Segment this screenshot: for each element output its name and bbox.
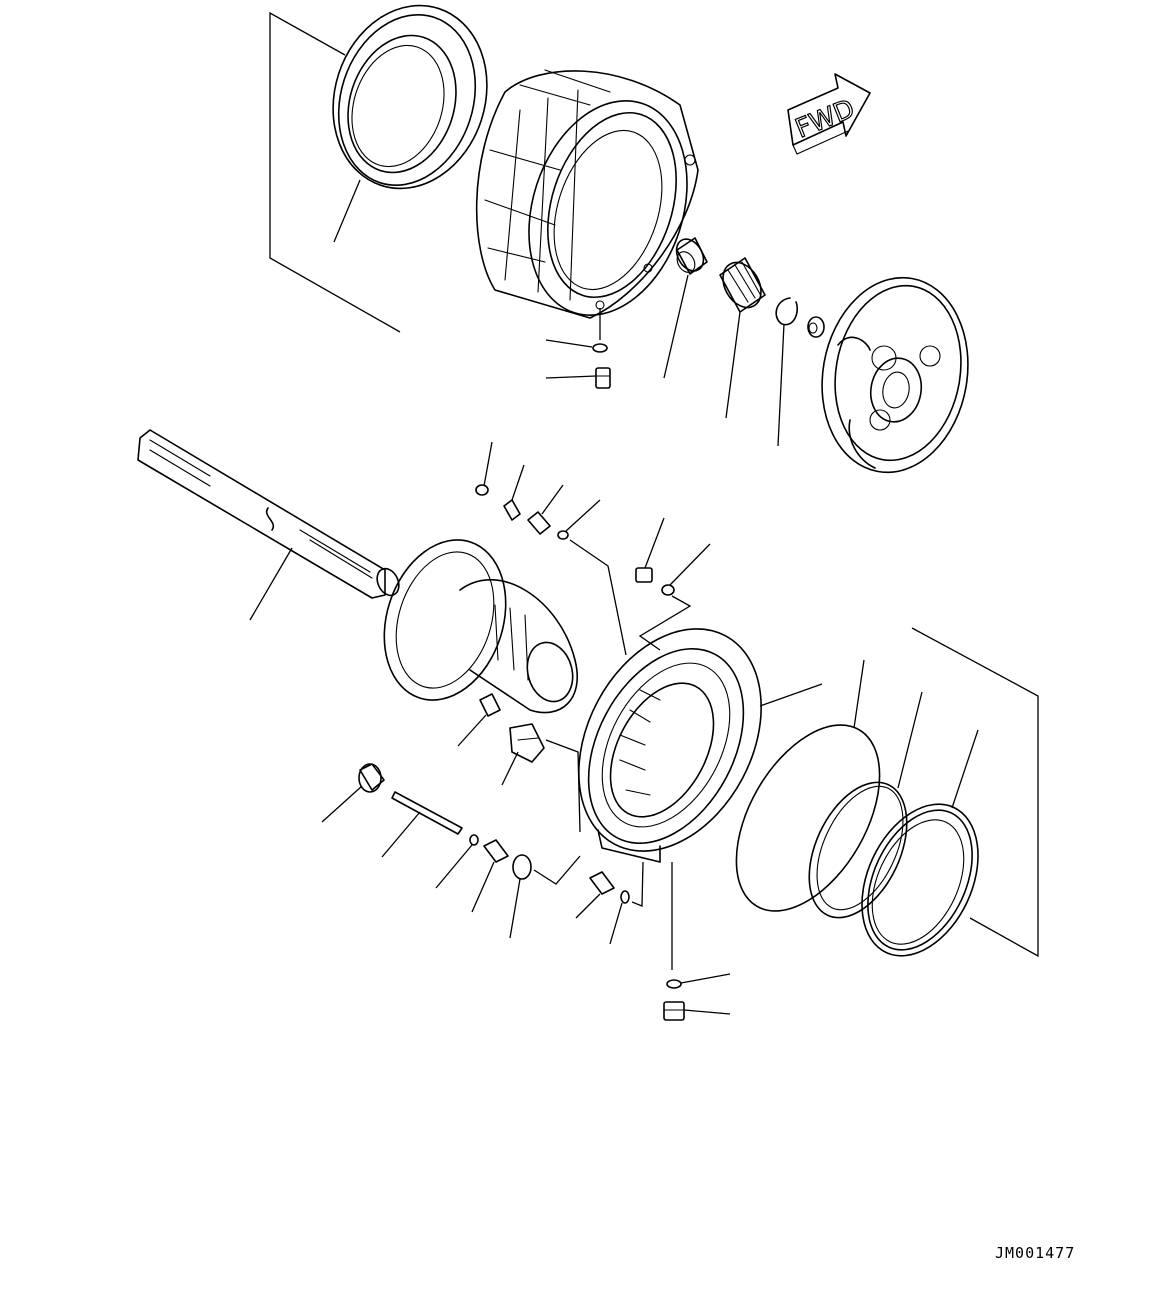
ring-gear-part bbox=[578, 628, 823, 970]
sprocket-carrier-part bbox=[821, 276, 969, 474]
group-bracket-top bbox=[269, 11, 401, 333]
sleeve-part bbox=[321, 763, 385, 823]
fwd-label: FWD bbox=[791, 94, 859, 145]
seal-ring-large-part bbox=[861, 729, 979, 957]
bracket-part bbox=[501, 723, 545, 786]
bearing-race-part bbox=[663, 237, 708, 379]
washer-mid-part bbox=[661, 543, 711, 596]
roller-bearing-part bbox=[719, 257, 766, 419]
hub-bolt-part bbox=[457, 693, 501, 747]
wheel-hub-part bbox=[383, 539, 578, 714]
bolt-mid-part bbox=[635, 517, 665, 583]
snap-ring-part bbox=[775, 297, 798, 447]
washer-part bbox=[545, 339, 608, 353]
o-ring-large-part bbox=[808, 691, 923, 919]
washer-bottom-part bbox=[666, 973, 731, 989]
fitting-lower-part bbox=[471, 839, 509, 913]
drawing-code: JM001477 bbox=[995, 1244, 1075, 1262]
adapter-part bbox=[527, 484, 564, 535]
axle-shaft-part bbox=[137, 429, 400, 621]
seal-lower-part bbox=[509, 854, 532, 939]
small-nut-part bbox=[807, 316, 825, 338]
pin-part bbox=[381, 791, 463, 858]
grease-cap-part bbox=[475, 441, 493, 496]
group-bracket-right bbox=[911, 627, 1039, 958]
washer-lower-part bbox=[609, 890, 630, 945]
o-ring-lower-part bbox=[435, 834, 479, 889]
fwd-direction-arrow: FWD bbox=[787, 73, 871, 155]
seal-ring-part bbox=[332, 4, 488, 243]
grease-nipple-part bbox=[503, 464, 525, 521]
bolt-lower-part bbox=[575, 871, 615, 919]
plug-bolt-part bbox=[545, 367, 611, 389]
plug-bottom-part bbox=[663, 1001, 731, 1021]
o-ring-small-part bbox=[557, 499, 601, 540]
drum-housing-part bbox=[475, 69, 699, 319]
large-snap-ring-part bbox=[735, 659, 881, 912]
